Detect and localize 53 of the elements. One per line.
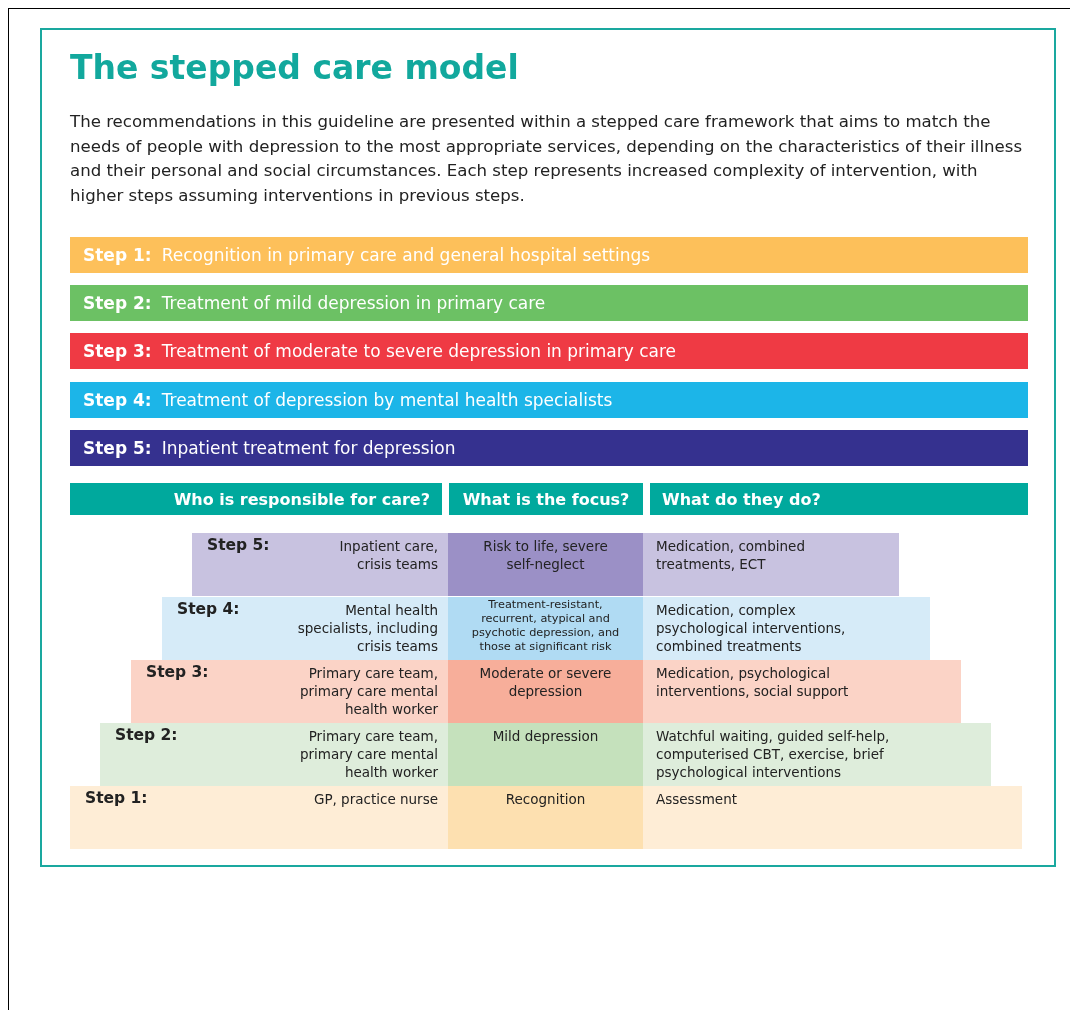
step-description: Treatment of mild depression in primary care [161, 293, 546, 313]
step-number: Step 1: [83, 245, 152, 265]
focus-text: Moderate or severe depression [478, 664, 613, 700]
step-banner [70, 285, 1028, 321]
step-number: Step 4: [83, 390, 152, 410]
title: The stepped care model [70, 48, 519, 87]
focus-text: Mild depression [491, 727, 600, 745]
step-row [131, 660, 961, 723]
step-row [100, 723, 991, 786]
activity-text: Medication, complex psychological interventions, combined treatments [656, 601, 847, 655]
step-banner [70, 430, 1028, 466]
focus-cell [448, 533, 643, 596]
column-header [70, 483, 442, 515]
step-number: Step 3: [83, 341, 152, 361]
step-banner [70, 237, 1028, 273]
focus-cell [448, 660, 643, 723]
responsible-text: Inpatient care, crisis teams [338, 537, 438, 573]
step-number: Step 2: [83, 293, 152, 313]
step-banner [70, 333, 1028, 369]
responsible-text: Mental health specialists, including crisis teams [296, 601, 438, 655]
step-label: Step 3: [146, 663, 209, 681]
focus-text: Treatment-resistant, recurrent, atypical and psychotic depression, and those at significant risk [470, 598, 621, 654]
activity-text: Medication, combined treatments, ECT [656, 537, 806, 573]
focus-cell [448, 597, 643, 660]
column-header [650, 483, 1028, 515]
focus-text: Recognition [504, 790, 587, 808]
header-text: What is the focus? [462, 489, 630, 509]
responsible-text: Primary care team, primary care mental health worker [299, 727, 438, 781]
focus-cell [448, 786, 643, 849]
activity-text: Watchful waiting, guided self-help, computerised CBT, exercise, brief psychological interventions [656, 727, 891, 781]
step-label: Step 4: [177, 600, 240, 618]
column-header [449, 483, 643, 515]
step-label: Step 2: [115, 726, 178, 744]
step-description: Inpatient treatment for depression [161, 438, 456, 458]
step-number: Step 5: [83, 438, 152, 458]
header-text: What do they do? [662, 489, 821, 509]
step-label: Step 1: [85, 789, 148, 807]
responsible-text: Primary care team, primary care mental health worker [299, 664, 438, 718]
step-label: Step 5: [207, 536, 270, 554]
activity-text: Assessment [656, 790, 738, 808]
step-description: Treatment of depression by mental health specialists [161, 390, 613, 410]
step-row [162, 597, 930, 660]
header-text: Who is responsible for care? [173, 489, 430, 509]
responsible-text: GP, practice nurse [312, 790, 438, 808]
activity-text: Medication, psychological interventions, social support [656, 664, 850, 700]
step-row [192, 533, 899, 596]
step-description: Recognition in primary care and general hospital settings [161, 245, 651, 265]
step-row [70, 786, 1022, 849]
step-banner [70, 382, 1028, 418]
intro-paragraph: The recommendations in this guideline are presented within a stepped care framework that aims to match the needs of people with depression to the most appropriate services, depending on the characteristics of their illness and their personal and social circumstances. Each step represents increased complexity of intervention, with higher steps assuming interventions in previous steps. [70, 111, 1024, 207]
step-description: Treatment of moderate to severe depression in primary care [161, 341, 677, 361]
focus-cell [448, 723, 643, 786]
focus-text: Risk to life, severe self-neglect [482, 537, 609, 573]
